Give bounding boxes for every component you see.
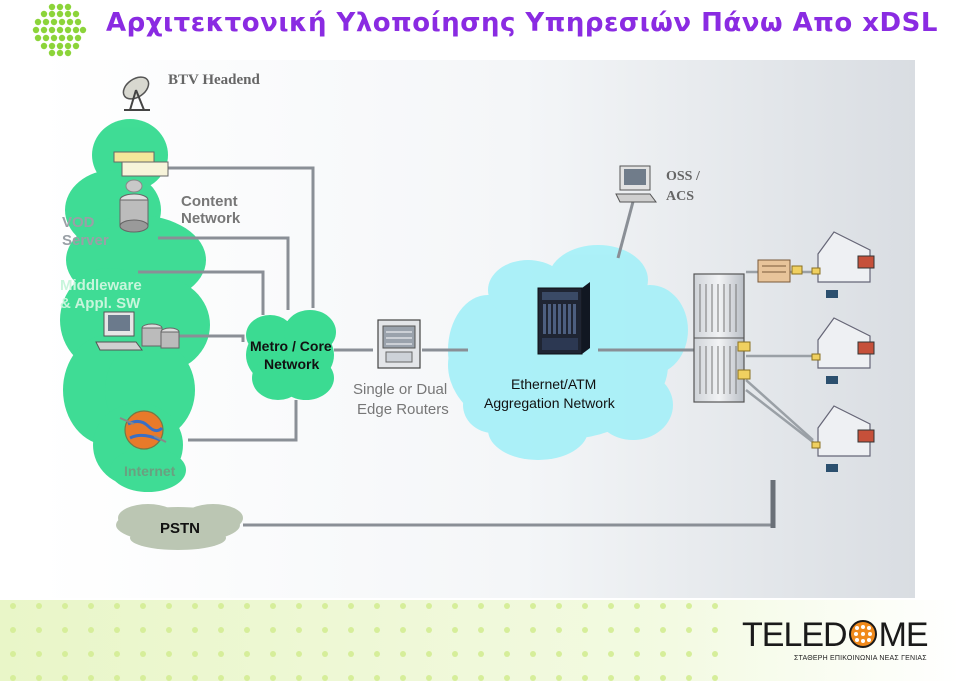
oss-label-line2: ACS bbox=[666, 189, 695, 204]
aggregation-label-line2: Aggregation Network bbox=[484, 395, 615, 411]
edge-routers-label-line2: Edge Routers bbox=[357, 401, 449, 418]
oss-label-line1: OSS / bbox=[666, 169, 700, 184]
vod-label-line2: Server bbox=[62, 232, 109, 249]
middleware-workstation-icon bbox=[95, 311, 180, 351]
content-network-label-line2: Network bbox=[181, 210, 241, 227]
oss-terminal-icon bbox=[615, 165, 657, 203]
edge-routers-label-line1: Single or Dual bbox=[353, 381, 448, 398]
vod-label-line1: VOD bbox=[62, 214, 95, 231]
teledome-logo: TELED ME ΣΤΑΘΕΡΗ ΕΠΙΚΟΙΝΩΝΙΑ ΝΕΑΣ ΓΕΝΙΑΣ bbox=[742, 615, 929, 671]
satellite-dish-icon bbox=[122, 76, 150, 111]
content-network-label-line1: Content bbox=[181, 193, 238, 210]
btv-headend-label: BTV Headend bbox=[168, 72, 260, 88]
internet-label: Internet bbox=[124, 463, 176, 479]
edge-router-icon bbox=[377, 319, 421, 369]
pstn-cloud bbox=[116, 504, 243, 550]
middleware-label-line2: & Appl. SW bbox=[60, 295, 141, 312]
home-icon-3 bbox=[811, 405, 875, 472]
dotted-logo-icon bbox=[32, 3, 87, 57]
splitter-icon bbox=[737, 341, 751, 380]
home-icon-2 bbox=[811, 317, 875, 384]
logo-tagline: ΣΤΑΘΕΡΗ ΕΠΙΚΟΙΝΩΝΙΑ ΝΕΑΣ ΓΕΝΙΑΣ bbox=[794, 655, 927, 662]
logo-text-left: TELED bbox=[742, 616, 848, 654]
globe-o-icon bbox=[848, 620, 877, 648]
modem-icon bbox=[757, 259, 803, 283]
middleware-label-line1: Middleware bbox=[60, 277, 142, 294]
aggregation-cloud bbox=[448, 245, 688, 460]
metro-core-cloud bbox=[246, 310, 336, 400]
aggregation-switch-icon bbox=[537, 282, 590, 355]
vod-server-icon bbox=[119, 179, 149, 233]
aggregation-label-line1: Ethernet/ATM bbox=[511, 376, 597, 392]
logo-text-right: ME bbox=[878, 616, 929, 654]
page-title: Αρχιτεκτονική Υλοποίησης Υπηρεσιών Πάνω … bbox=[106, 8, 938, 38]
internet-globe-icon bbox=[119, 410, 167, 450]
headend-server-icon bbox=[113, 151, 169, 177]
metro-core-label-line1: Metro / Core bbox=[250, 338, 332, 354]
dslam-rack-icon bbox=[693, 273, 745, 403]
home-icon-1 bbox=[811, 231, 875, 298]
footer-band bbox=[0, 600, 960, 681]
network-diagram bbox=[38, 60, 915, 598]
metro-core-label-line2: Network bbox=[264, 356, 320, 372]
pstn-label: PSTN bbox=[160, 520, 201, 537]
